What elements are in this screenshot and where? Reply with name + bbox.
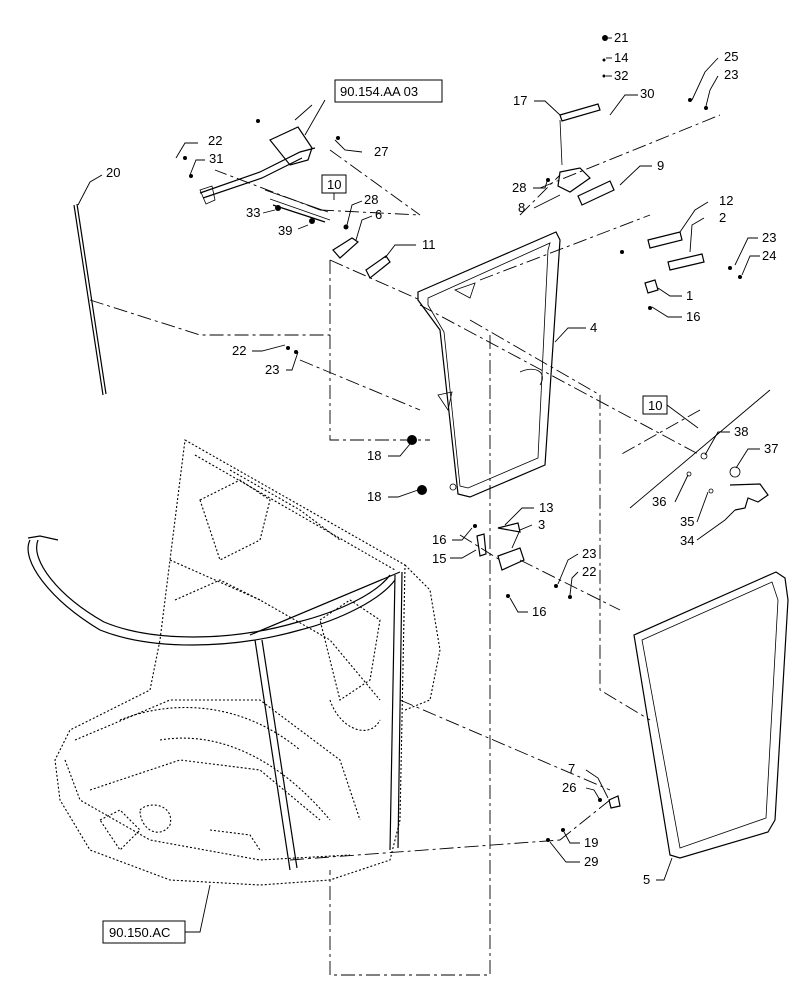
callout-22-mid: 22 xyxy=(232,343,246,358)
callout-1: 1 xyxy=(686,288,693,303)
callout-16-top: 16 xyxy=(686,309,700,324)
callout-28-left: 28 xyxy=(364,192,378,207)
reference-box-top[interactable]: 90.154.AA 03 xyxy=(334,79,443,103)
callout-27: 27 xyxy=(374,144,388,159)
callout-2: 2 xyxy=(719,210,726,225)
callout-4: 4 xyxy=(590,320,597,335)
hinge-icon xyxy=(199,103,705,809)
callout-3: 3 xyxy=(538,517,545,532)
callout-18-upper: 18 xyxy=(367,448,381,463)
callout-18-lower: 18 xyxy=(367,489,381,504)
callout-19: 19 xyxy=(584,835,598,850)
callout-28-right: 28 xyxy=(512,180,526,195)
callout-37: 37 xyxy=(764,441,778,456)
callout-20: 20 xyxy=(106,165,120,180)
callout-14: 14 xyxy=(614,50,628,65)
callout-labels: 21 14 32 30 17 25 23 27 22 31 20 28 9 8 … xyxy=(106,30,778,887)
callout-22-low: 22 xyxy=(582,564,596,579)
callout-23-low: 23 xyxy=(582,546,596,561)
callout-leaders xyxy=(77,37,760,933)
callout-34: 34 xyxy=(680,533,694,548)
callout-26: 26 xyxy=(562,780,576,795)
callout-36: 36 xyxy=(652,494,666,509)
callout-9: 9 xyxy=(657,158,664,173)
boxed-callout-10-upper: 10 xyxy=(264,174,347,213)
callout-17: 17 xyxy=(513,93,527,108)
callout-25: 25 xyxy=(724,49,738,64)
callout-39: 39 xyxy=(278,223,292,238)
callout-31: 31 xyxy=(209,151,223,166)
callout-22-top: 22 xyxy=(208,133,222,148)
strip-part-20 xyxy=(73,203,107,396)
fasteners xyxy=(183,35,742,842)
callout-12: 12 xyxy=(719,193,733,208)
callout-16-mid: 16 xyxy=(432,532,446,547)
callout-32: 32 xyxy=(614,68,628,83)
callout-38: 38 xyxy=(734,424,748,439)
alignment-lines xyxy=(89,114,721,976)
boxed-callout-10-right: 10 xyxy=(642,395,699,429)
reference-label-bottom: 90.150.AC xyxy=(109,925,170,940)
callout-23-mid: 23 xyxy=(265,362,279,377)
callout-24: 24 xyxy=(762,248,776,263)
callout-16-low: 16 xyxy=(532,604,546,619)
callout-15: 15 xyxy=(432,551,446,566)
callout-11: 11 xyxy=(422,237,436,252)
callout-33: 33 xyxy=(246,205,260,220)
boxed-10-upper-label: 10 xyxy=(327,177,341,192)
door-glass-icon xyxy=(417,231,561,498)
callout-29: 29 xyxy=(584,854,598,869)
callout-13: 13 xyxy=(539,500,553,515)
boxed-10-right-label: 10 xyxy=(648,398,662,413)
callout-23-top: 23 xyxy=(724,67,738,82)
callout-21: 21 xyxy=(614,30,628,45)
callout-5: 5 xyxy=(643,872,650,887)
callout-35: 35 xyxy=(680,514,694,529)
callout-7: 7 xyxy=(568,761,575,776)
callout-30: 30 xyxy=(640,86,654,101)
callout-8: 8 xyxy=(518,200,525,215)
reference-label-top: 90.154.AA 03 xyxy=(340,84,418,99)
reference-box-bottom[interactable]: 90.150.AC xyxy=(102,920,186,944)
seal-icon xyxy=(633,571,789,859)
callout-6: 6 xyxy=(375,207,382,222)
handle-icon xyxy=(629,389,771,511)
callout-23-right: 23 xyxy=(762,230,776,245)
cab-frame-icon xyxy=(27,439,441,886)
